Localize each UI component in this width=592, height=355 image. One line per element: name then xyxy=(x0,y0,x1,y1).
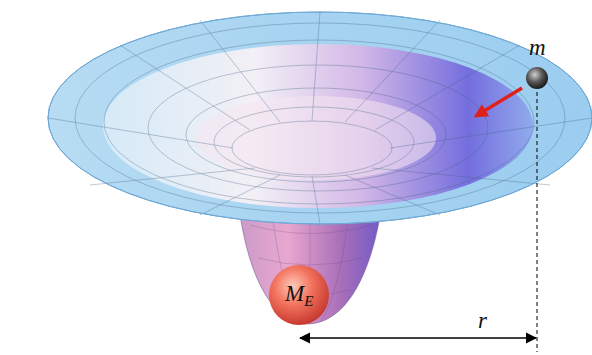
mass-subscript: E xyxy=(304,293,313,309)
mass-sphere: m xyxy=(523,36,551,92)
distance-label: r xyxy=(478,309,487,332)
planet-label: ME xyxy=(285,282,313,305)
planet-sphere: ME xyxy=(268,264,330,326)
mass-label: m xyxy=(529,36,546,59)
mass-symbol: M xyxy=(285,281,304,306)
